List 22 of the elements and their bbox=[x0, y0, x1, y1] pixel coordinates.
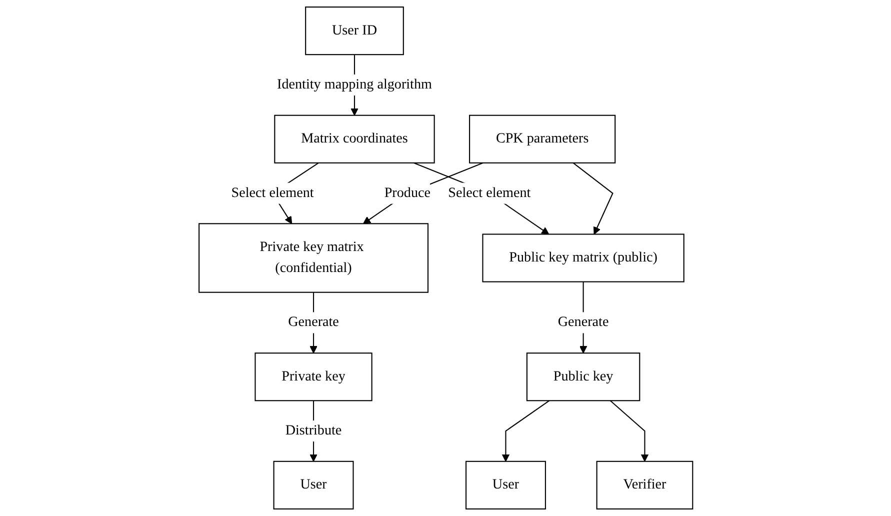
node-box: Public key bbox=[526, 352, 640, 402]
edge-label: Generate bbox=[558, 314, 608, 330]
edge-label: Generate bbox=[288, 314, 339, 330]
arrow bbox=[362, 162, 483, 224]
edge-label: Identity mapping algorithm bbox=[276, 77, 432, 92]
node-box: Matrix coordinates bbox=[274, 114, 434, 164]
node-box: Private key bbox=[254, 352, 372, 402]
node-box: Verifier bbox=[596, 460, 693, 510]
edge-label: Select element bbox=[230, 185, 314, 200]
arrow bbox=[610, 400, 648, 462]
edge-label: Select element bbox=[448, 185, 530, 200]
edge-label: Distribute bbox=[284, 423, 342, 438]
node-box: User bbox=[272, 460, 354, 510]
arrow bbox=[572, 162, 614, 235]
node-box: CPK parameters bbox=[468, 114, 616, 164]
arrow bbox=[502, 400, 550, 462]
node-box: User ID bbox=[304, 6, 404, 56]
node-box: Public key matrix (public) bbox=[482, 234, 684, 282]
node-box: Private key matrix (confidential) bbox=[198, 223, 428, 293]
edge-label: Produce bbox=[384, 185, 430, 200]
node-box: User bbox=[465, 460, 546, 510]
arrow bbox=[413, 162, 549, 235]
